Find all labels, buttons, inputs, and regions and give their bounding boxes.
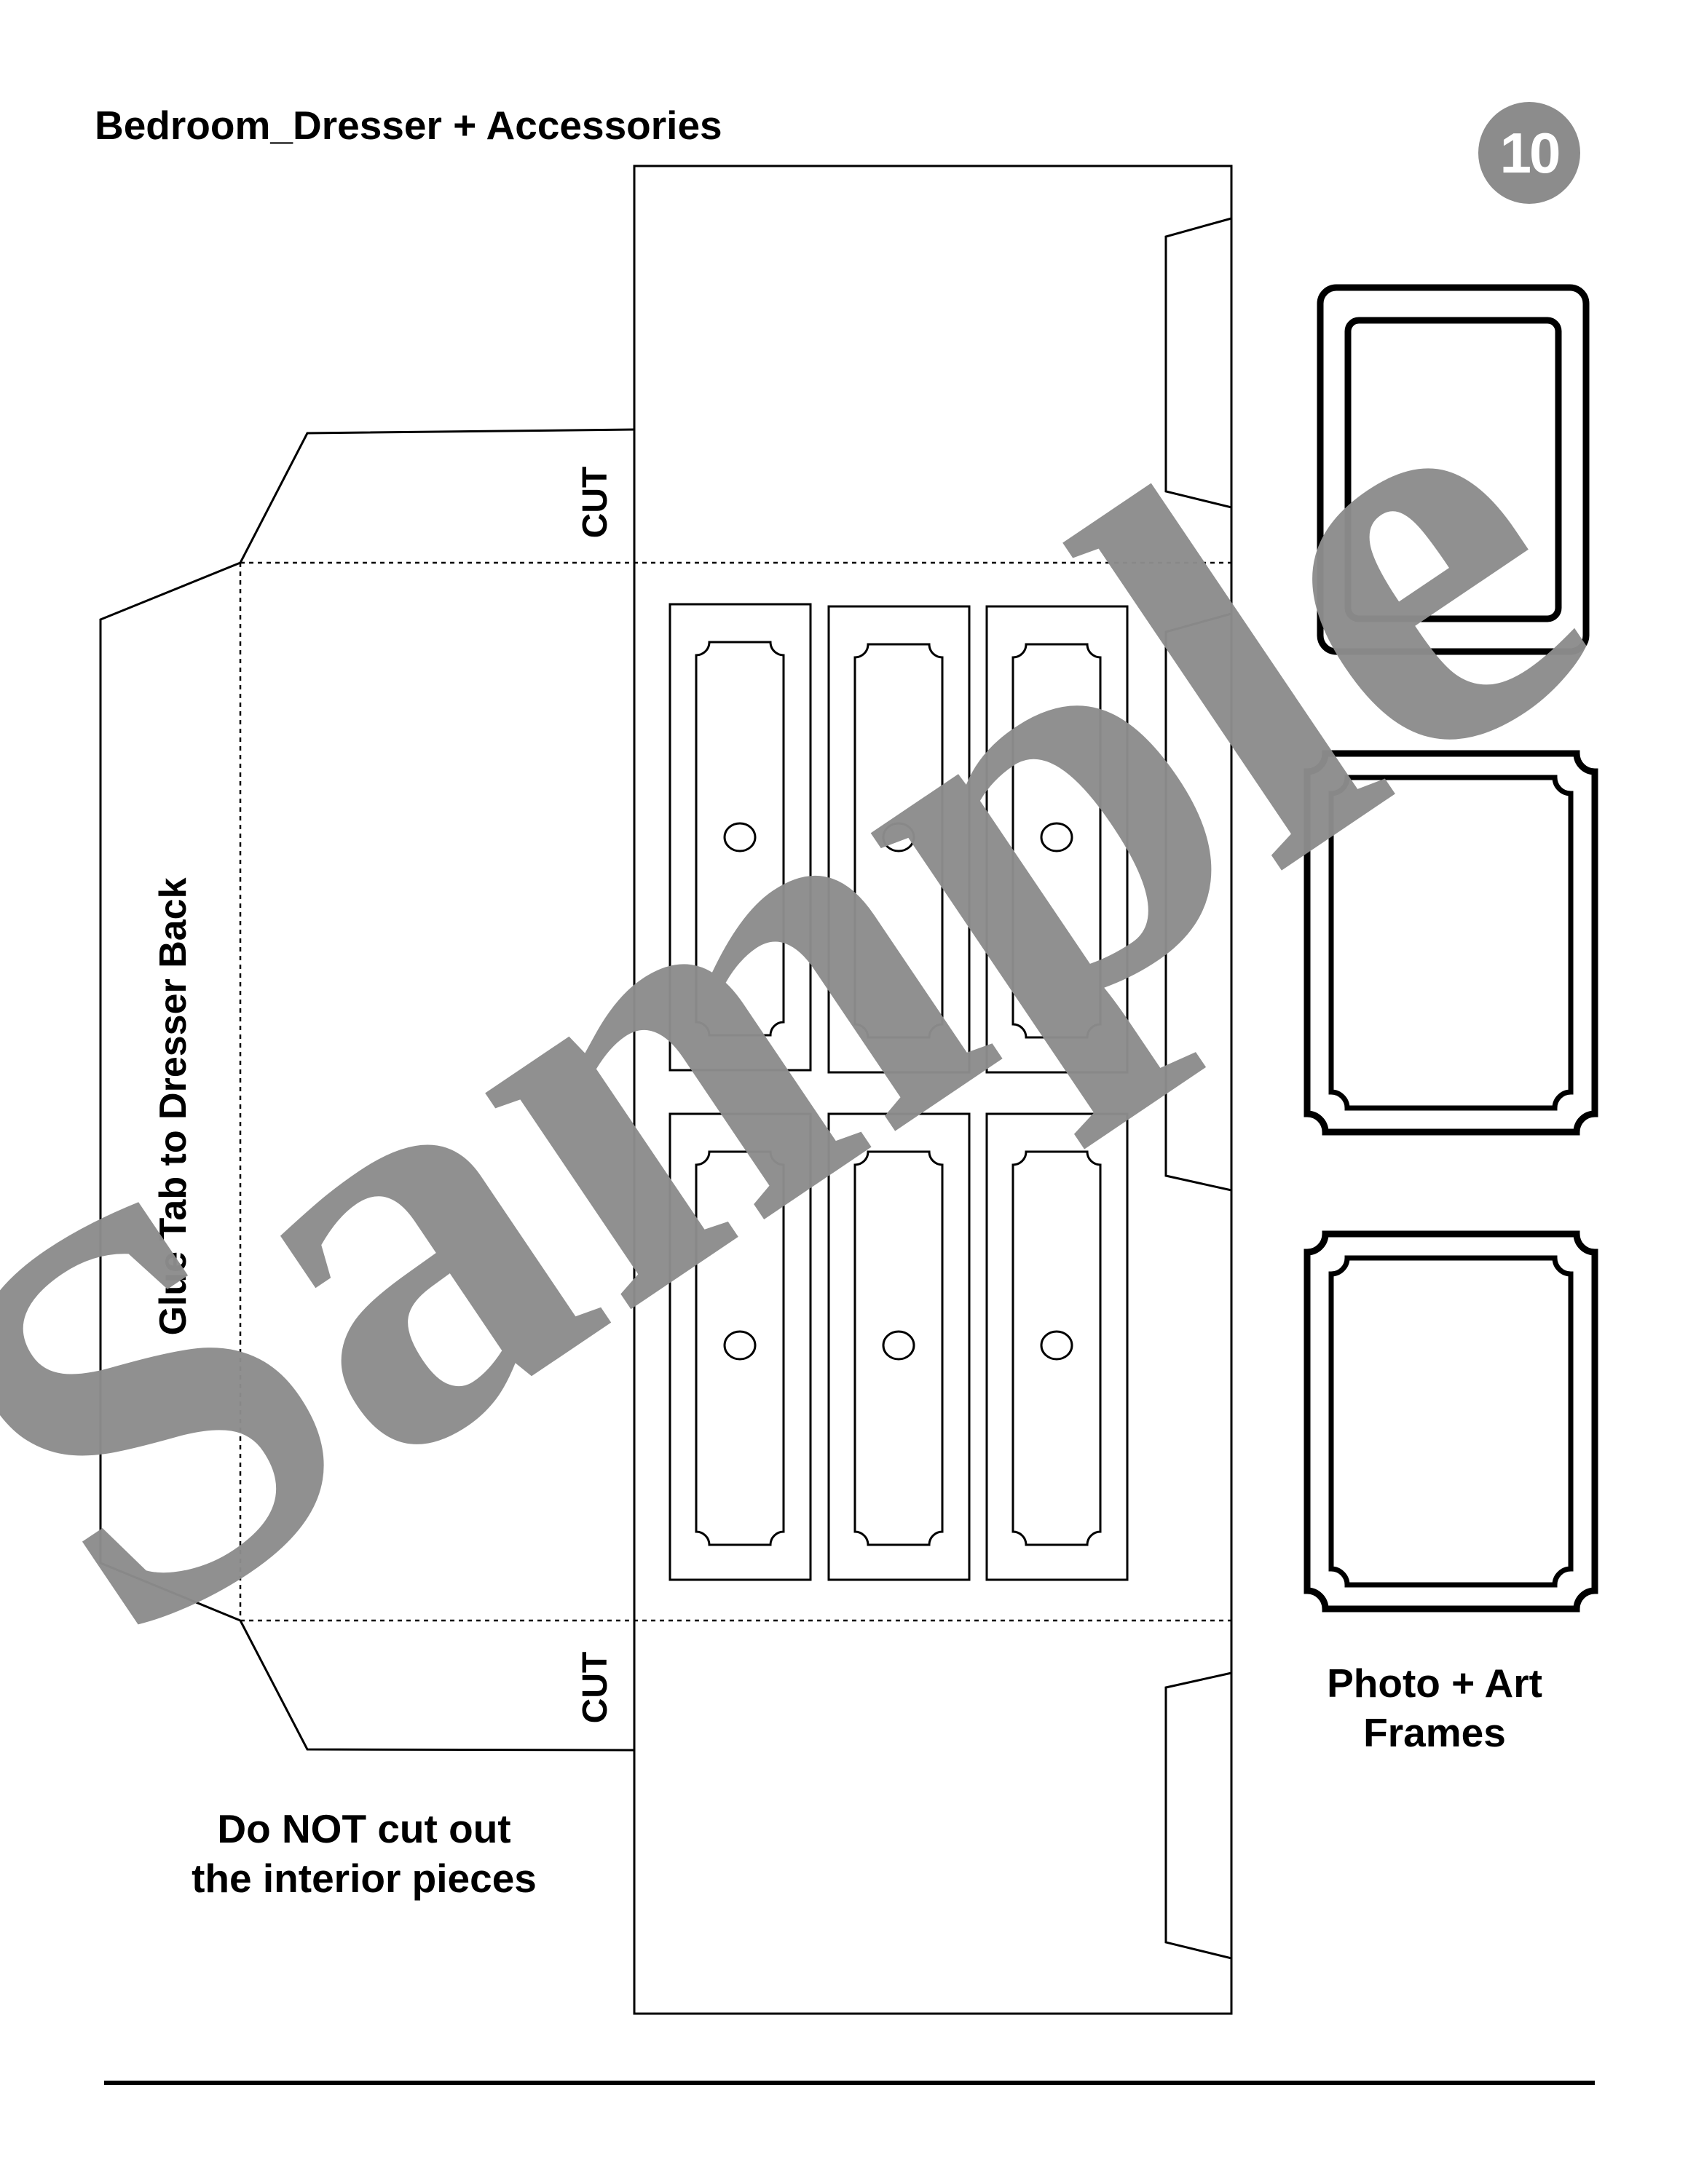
glue-tab-label: Glue Tab to Dresser Back: [152, 877, 194, 1335]
drawer-front: [669, 603, 812, 1072]
picture-frame-rounded: [1317, 284, 1590, 655]
frames-section-label: Photo + Art Frames: [1238, 1658, 1631, 1757]
sample-watermark: Sample: [0, 228, 1681, 1756]
footer-rule: [104, 2081, 1595, 2085]
instruction-line: the interior pieces: [192, 1856, 537, 1901]
cut-label: CUT: [576, 467, 615, 539]
bottom-flap: [239, 1620, 635, 1752]
cutting-instruction: Do NOT cut out the interior pieces: [131, 1804, 597, 1903]
frames-label-line: Frames: [1363, 1710, 1506, 1755]
side-tab: [1164, 612, 1233, 1192]
drawer-front: [669, 1112, 812, 1581]
picture-frame-notched: [1304, 750, 1598, 1136]
side-tab: [1164, 1671, 1233, 1960]
frames-label-line: Photo + Art: [1327, 1661, 1542, 1706]
page-title: Bedroom_Dresser + Accessories: [95, 103, 722, 148]
drawer-front: [985, 1112, 1129, 1581]
drawer-front: [985, 605, 1129, 1074]
drawer-front: [827, 1112, 971, 1581]
drawer-front: [827, 605, 971, 1074]
top-flap: [239, 428, 635, 563]
page-number-badge: 10: [1478, 102, 1580, 204]
picture-frame-notched: [1304, 1230, 1598, 1613]
side-tab: [1164, 217, 1233, 509]
instruction-line: Do NOT cut out: [217, 1806, 511, 1851]
glue-tab-outline: [99, 561, 241, 1622]
cut-label: CUT: [576, 1652, 615, 1724]
